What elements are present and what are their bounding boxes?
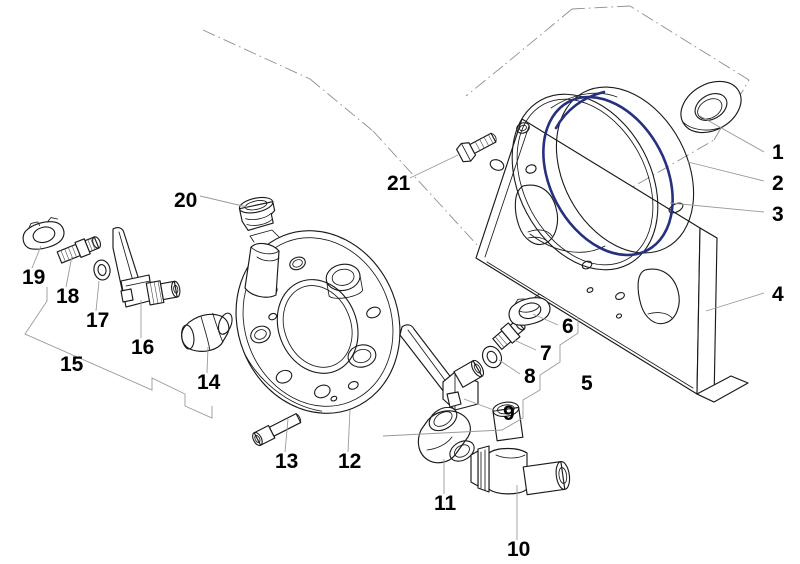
part-elbow-fitting [181, 312, 233, 352]
part-filler-plug [238, 196, 276, 231]
callout-6: 6 [562, 315, 574, 338]
callout-20: 20 [174, 189, 197, 212]
part-socket-bolt [252, 413, 302, 447]
callout-1: 1 [772, 141, 784, 164]
part-body-valve-lower [470, 401, 571, 496]
callout-3: 3 [772, 203, 784, 226]
leader-lines [31, 115, 765, 540]
callout-numbers: 1 2 3 4 5 6 7 8 9 10 11 12 13 14 15 16 1… [22, 141, 784, 561]
part-elbow-housing [417, 406, 475, 464]
group-bracket-5 [382, 317, 579, 437]
part-seal-ring [680, 80, 742, 134]
callout-2: 2 [772, 172, 784, 195]
part-mounting-bracket [475, 118, 749, 403]
callout-17: 17 [86, 309, 109, 332]
callout-8: 8 [524, 365, 536, 388]
callout-14: 14 [197, 371, 221, 394]
part-threaded-stud [56, 236, 102, 264]
callout-5: 5 [581, 372, 593, 395]
callout-21: 21 [387, 172, 411, 195]
part-washer-seal [481, 345, 503, 369]
group-bracket-15 [24, 287, 213, 419]
part-seal-washer [93, 259, 111, 281]
part-lever-valve [399, 324, 485, 411]
callout-18: 18 [56, 285, 80, 308]
callout-9: 9 [503, 402, 515, 425]
part-cap-fitting [508, 293, 551, 326]
callout-11: 11 [434, 492, 457, 515]
callout-16: 16 [131, 336, 154, 359]
part-hex-bolt [456, 132, 497, 163]
callout-12: 12 [338, 450, 361, 473]
callout-4: 4 [772, 283, 784, 306]
callout-10: 10 [507, 538, 530, 561]
callout-15: 15 [60, 353, 84, 376]
part-o-ring-seal-blue [542, 90, 674, 257]
part-bearing-flange [235, 229, 401, 414]
part-nipple-fitting [492, 319, 526, 350]
part-lever-cock-valve [112, 227, 181, 308]
callout-7: 7 [540, 342, 552, 365]
part-retaining-clamp [22, 217, 65, 250]
callout-19: 19 [22, 266, 45, 289]
callout-13: 13 [275, 450, 298, 473]
